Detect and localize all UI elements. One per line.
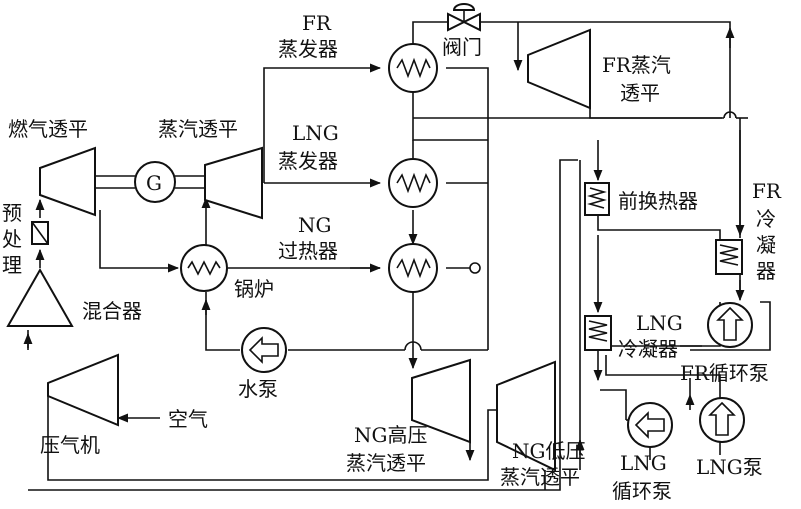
- pre-heat-exchanger-label: 前换热器: [618, 189, 698, 213]
- lng-cycle-pump-label-1: LNG: [620, 451, 667, 475]
- water-pump-label: 水泵: [238, 377, 278, 401]
- pretreatment-label-1: 预: [2, 201, 22, 225]
- fr-cycle-pump-label: FR循环泵: [680, 361, 769, 385]
- fr-evaporator-label-1: FR: [302, 11, 332, 35]
- ng-hp-turbine-label-1: NG高压: [354, 423, 427, 447]
- steam-turbine-shape: [204, 146, 263, 220]
- steam-turbine-label: 蒸汽透平: [158, 117, 238, 141]
- ng-superheater-label-2: 过热器: [278, 239, 338, 263]
- ng-superheater-shape: [388, 243, 438, 293]
- water-pump-shape: [241, 327, 287, 373]
- ng-superheater-label-1: NG: [298, 213, 331, 237]
- pre-heat-exchanger-shape: [584, 182, 610, 216]
- ng-lp-turbine-label-1: NG低压: [512, 439, 585, 463]
- fr-condenser-label-4: 器: [756, 259, 776, 283]
- fr-evaporator-shape: [388, 43, 438, 93]
- boiler-label: 锅炉: [234, 277, 274, 301]
- pretreatment-label-2: 处: [2, 227, 22, 251]
- fr-condenser-label-1: FR: [752, 179, 782, 203]
- ng-hp-turbine-label-2: 蒸汽透平: [346, 451, 426, 475]
- fr-condenser-label-3: 凝: [756, 233, 776, 257]
- lng-condenser-label-1: LNG: [636, 311, 683, 335]
- mixer-shape: [6, 267, 74, 327]
- ng-lp-turbine-shape: [496, 360, 556, 472]
- gas-turbine-label: 燃气透平: [8, 117, 88, 141]
- fr-evaporator-label-2: 蒸发器: [278, 37, 338, 61]
- fr-cycle-pump-shape: [707, 302, 753, 348]
- lng-evaporator-label-2: 蒸发器: [278, 149, 338, 173]
- lng-cycle-pump-shape: [627, 402, 673, 448]
- gas-turbine-shape: [39, 146, 96, 217]
- fr-turbine-label-1: FR蒸汽: [602, 53, 671, 77]
- mixer-label: 混合器: [82, 299, 142, 323]
- lng-pump-label: LNG泵: [696, 455, 763, 479]
- pretreatment-label-3: 理: [2, 253, 22, 277]
- lng-cycle-pump-label-2: 循环泵: [612, 479, 672, 503]
- fr-turbine-label-2: 透平: [620, 81, 660, 105]
- compressor-shape: [47, 353, 119, 427]
- compressor-label: 压气机: [40, 433, 100, 457]
- valve-icon: [447, 3, 481, 32]
- ng-hp-turbine-shape: [411, 358, 471, 444]
- lng-condenser-label-2: 冷凝器: [618, 337, 678, 361]
- lng-evaporator-label-1: LNG: [292, 121, 339, 145]
- generator-shape: [134, 161, 176, 203]
- air-label: 空气: [168, 407, 208, 431]
- labels: FR 蒸发器 阀门 FR蒸汽 透平 燃气透平 蒸汽透平 LNG 蒸发器 前换热器…: [2, 11, 782, 503]
- fr-condenser-label-2: 冷: [756, 207, 776, 231]
- lng-pump-shape: [699, 397, 745, 443]
- lng-evaporator-shape: [388, 158, 438, 208]
- generator-label: G: [146, 171, 162, 195]
- pipelines: [23, 21, 771, 491]
- valve-label: 阀门: [442, 35, 482, 59]
- fr-turbine-shape: [527, 28, 591, 110]
- ng-lp-turbine-label-2: 蒸汽透平: [500, 465, 580, 489]
- boiler-shape: [180, 244, 228, 292]
